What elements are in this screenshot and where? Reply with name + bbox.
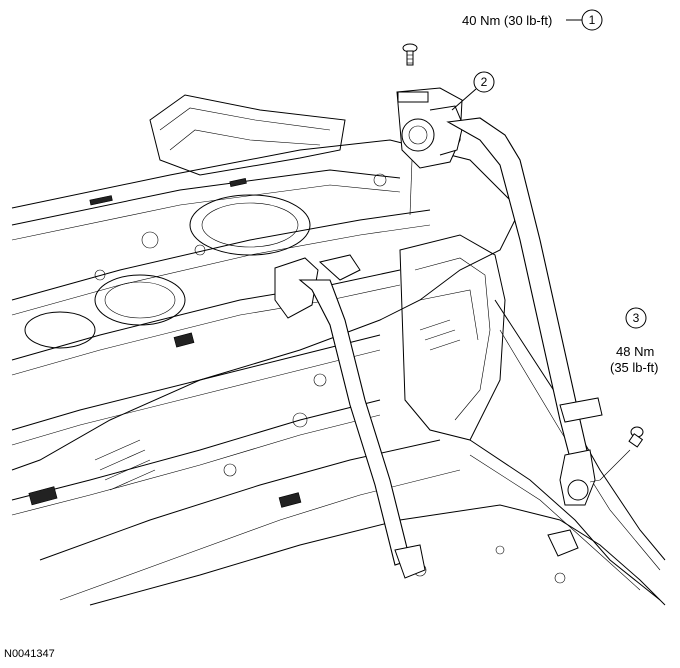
center-seat-belt (274, 254, 426, 579)
figure-id: N0041347 (4, 648, 55, 660)
seat-belt-lower-anchor (547, 449, 596, 584)
callout-1-torque: 40 Nm (30 lb-ft) (462, 13, 552, 28)
callout-2: 2 (451, 71, 495, 111)
bolt-3-icon (589, 426, 644, 483)
callout-3-number: 3 (633, 311, 640, 325)
callout-3-torque-line2: (35 lb-ft) (610, 360, 658, 375)
callout-2-number: 2 (481, 75, 488, 89)
callout-1-number: 1 (589, 13, 596, 27)
callout-3-torque-line1: 48 Nm (616, 344, 654, 359)
bolt-1-icon (402, 43, 418, 66)
callout-1: 40 Nm (30 lb-ft) 1 (462, 9, 603, 31)
callout-3: 3 48 Nm (35 lb-ft) (610, 307, 658, 375)
seat-belt-retractor (396, 87, 464, 216)
vehicle-body-structure (11, 94, 666, 606)
seat-belt-webbing-right (446, 117, 603, 459)
